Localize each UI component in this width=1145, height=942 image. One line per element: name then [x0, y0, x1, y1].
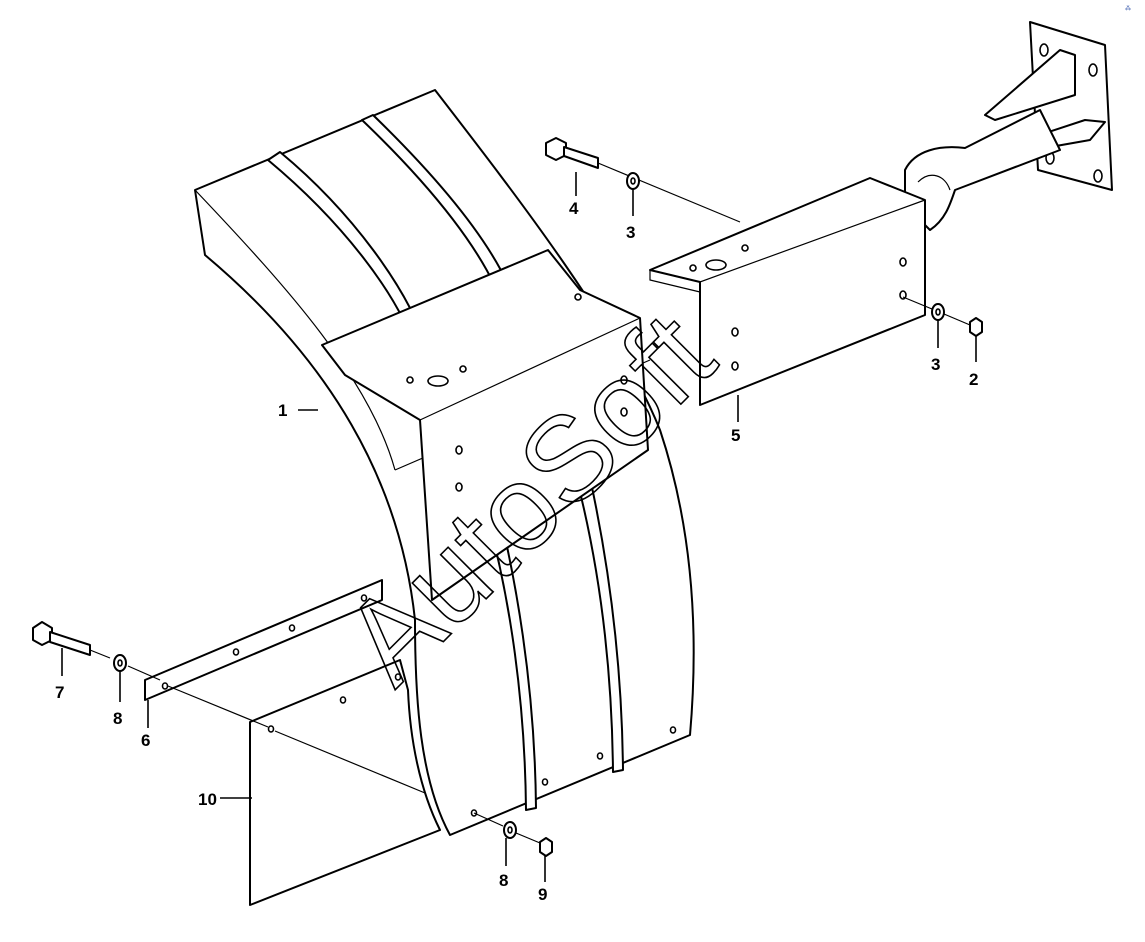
callout-8-left: 8 — [113, 709, 122, 728]
washer-lower — [473, 812, 541, 844]
nut-right — [943, 313, 983, 337]
angle-bracket — [649, 177, 926, 406]
callout-7: 7 — [55, 683, 64, 702]
callout-3-upper: 3 — [626, 223, 635, 242]
fender — [194, 89, 695, 836]
washer-upper — [626, 172, 640, 190]
mud-flap — [249, 659, 441, 906]
callout-6: 6 — [141, 731, 150, 750]
callout-2: 2 — [969, 370, 978, 389]
flat-bar — [144, 579, 383, 701]
callout-3-right: 3 — [931, 355, 940, 374]
corner-mark: ⁂ — [1125, 6, 1131, 12]
callout-9: 9 — [538, 885, 547, 904]
bolt-lower — [32, 621, 426, 794]
callout-4: 4 — [569, 199, 579, 218]
nut-lower — [539, 837, 553, 857]
callout-10: 10 — [198, 790, 217, 809]
callout-8-lower: 8 — [499, 871, 508, 890]
callout-5: 5 — [731, 426, 740, 445]
washer-lower-left — [113, 654, 127, 672]
support-arm — [904, 109, 1061, 231]
bolt-upper — [545, 137, 741, 223]
callout-1: 1 — [278, 401, 287, 420]
callout-leaders — [61, 172, 977, 882]
washer-right — [902, 296, 945, 321]
